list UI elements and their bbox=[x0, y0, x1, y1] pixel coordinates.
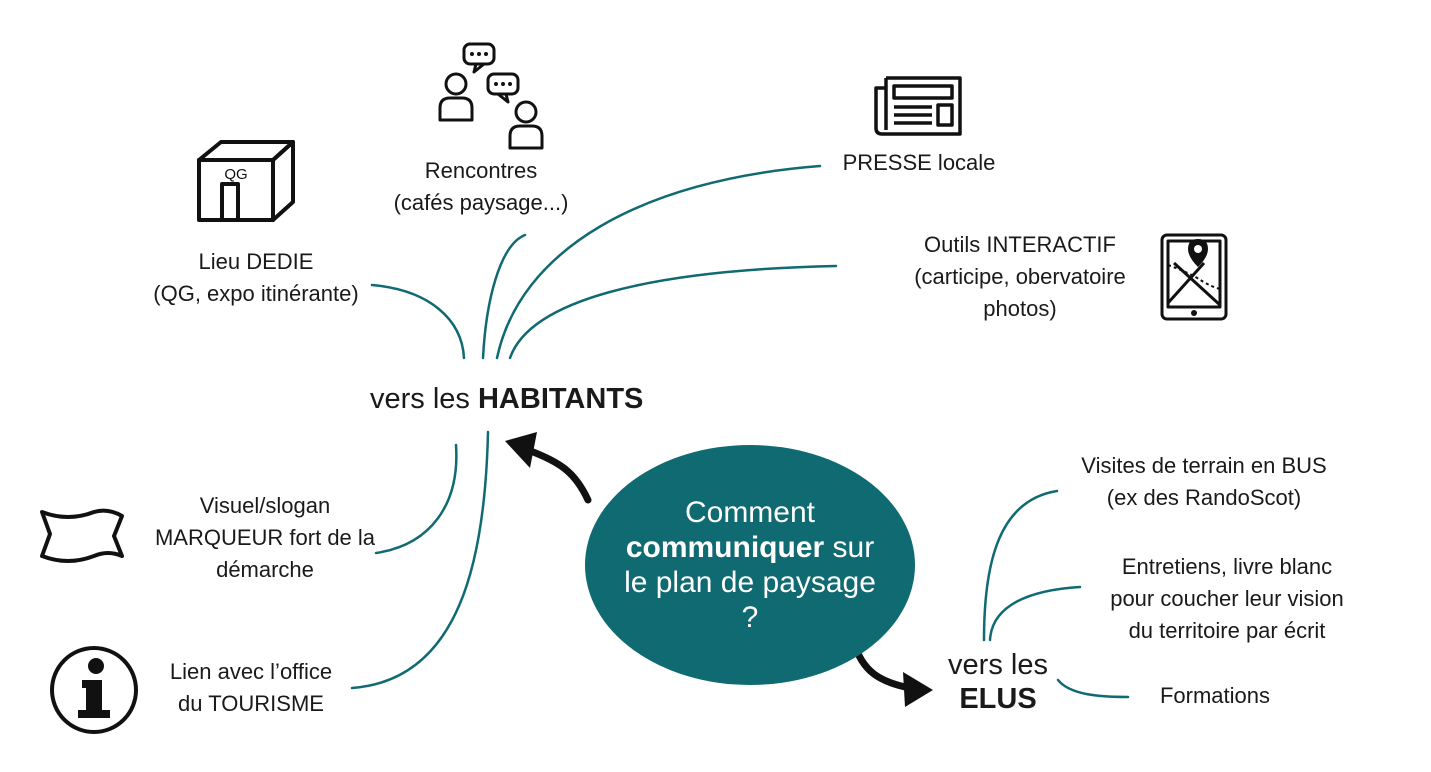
central-question-line2-rest: sur bbox=[824, 531, 875, 564]
branch-lieu-line1: Lieu DEDIE bbox=[198, 249, 314, 274]
central-question-line2: communiquer sur bbox=[626, 530, 874, 565]
hub-habitants: vers les HABITANTS bbox=[370, 382, 643, 416]
hub-elus-line1: vers les bbox=[948, 649, 1048, 681]
branch-entretiens-line1: Entretiens, livre blanc bbox=[1121, 554, 1333, 579]
connector-rencontres bbox=[481, 233, 527, 360]
branch-outils-line1: Outils INTERACTIF bbox=[924, 232, 1116, 257]
branch-visites-line1: Visites de terrain en BUS bbox=[1081, 453, 1327, 478]
connector-outils bbox=[508, 264, 838, 360]
branch-formations-line1: Formations bbox=[1159, 683, 1271, 708]
hub-habitants-bold: HABITANTS bbox=[477, 383, 644, 415]
branch-tourisme-line1: Lien avec l’office bbox=[169, 659, 333, 684]
connector-visites bbox=[982, 489, 1059, 642]
branch-tourisme-label: Lien avec l’office du TOURISME bbox=[150, 656, 352, 720]
branch-outils-line3: photos) bbox=[983, 296, 1057, 321]
branch-entretiens-label: Entretiens, livre blanc pour coucher leu… bbox=[1085, 551, 1369, 647]
hub-elus-bold: ELUS bbox=[959, 683, 1037, 715]
central-question-line3: le plan de paysage bbox=[624, 566, 876, 599]
branch-presse-label: PRESSE locale bbox=[838, 147, 1000, 179]
branch-visites-line2: (ex des RandoScot) bbox=[1106, 485, 1302, 510]
connector-lieu bbox=[370, 283, 466, 360]
branch-tourisme-line2: du TOURISME bbox=[178, 691, 324, 716]
branch-visuel-line1: Visuel/slogan bbox=[199, 493, 331, 518]
central-question: Comment communiquer sur le plan de paysa… bbox=[585, 445, 915, 685]
branch-lieu-label: Lieu DEDIE (QG, expo itinérante) bbox=[140, 246, 372, 310]
branch-rencontres-line2: (cafés paysage...) bbox=[393, 190, 569, 215]
branch-outils-line2: (carticipe, obervatoire bbox=[914, 264, 1126, 289]
branch-outils-label: Outils INTERACTIF (carticipe, obervatoir… bbox=[892, 229, 1148, 325]
tablet-map-icon bbox=[1160, 233, 1228, 321]
connector-formations bbox=[1056, 678, 1130, 699]
hub-elus: vers les ELUS bbox=[940, 648, 1056, 716]
branch-rencontres-line1: Rencontres bbox=[424, 158, 538, 183]
branch-visuel-label: Visuel/slogan MARQUEUR fort de la démarc… bbox=[142, 490, 388, 586]
building-qg-icon: QG bbox=[197, 140, 295, 222]
banner-flag-icon bbox=[40, 508, 124, 563]
branch-rencontres-label: Rencontres (cafés paysage...) bbox=[385, 155, 577, 219]
branch-lieu-line2: (QG, expo itinérante) bbox=[153, 281, 359, 306]
branch-visuel-line2: MARQUEUR fort de la bbox=[154, 525, 376, 550]
people-chat-icon bbox=[438, 42, 544, 150]
central-question-line4: ? bbox=[741, 601, 759, 634]
branch-formations-label: Formations bbox=[1140, 680, 1290, 712]
connector-tourisme bbox=[350, 430, 490, 690]
connector-presse bbox=[495, 164, 822, 360]
branch-visuel-line3: démarche bbox=[216, 557, 314, 582]
newspaper-icon bbox=[874, 76, 962, 136]
branch-presse-line1: PRESSE locale bbox=[842, 150, 996, 175]
branch-entretiens-line3: du territoire par écrit bbox=[1128, 618, 1326, 643]
central-question-line1: Comment bbox=[684, 496, 816, 529]
branch-visites-label: Visites de terrain en BUS (ex des RandoS… bbox=[1066, 450, 1342, 514]
central-question-bold: communiquer bbox=[625, 531, 825, 564]
arrow-to-habitants bbox=[524, 446, 592, 504]
building-qg-text: QG bbox=[224, 166, 247, 183]
arrowhead-elus bbox=[903, 672, 933, 707]
connector-visuel bbox=[374, 443, 458, 555]
connector-entretiens bbox=[988, 585, 1082, 642]
info-icon bbox=[50, 646, 138, 734]
hub-habitants-prefix: vers les bbox=[370, 383, 478, 415]
branch-entretiens-line2: pour coucher leur vision bbox=[1110, 586, 1344, 611]
arrowhead-habitants bbox=[505, 432, 537, 468]
